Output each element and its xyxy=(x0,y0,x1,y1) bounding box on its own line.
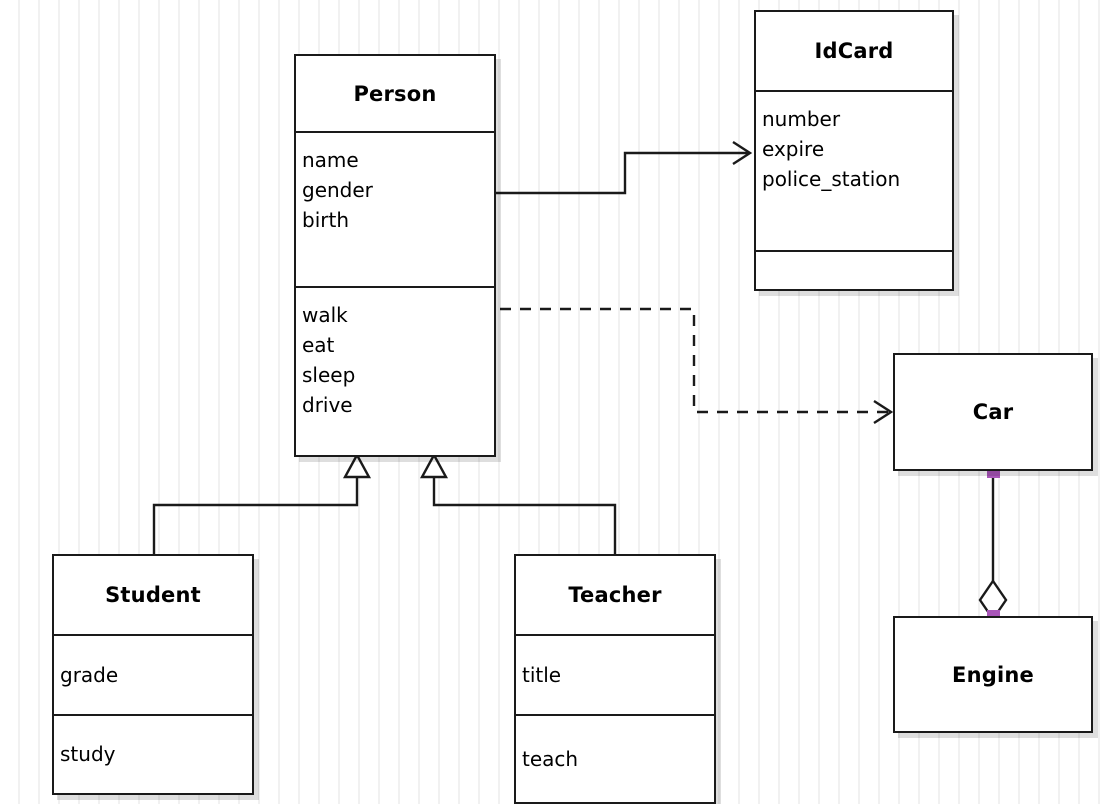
attribute-item: police_station xyxy=(762,167,901,191)
attribute-item: name xyxy=(302,148,359,172)
edge-teacher-person[interactable] xyxy=(419,452,617,554)
edge-person-idcard[interactable] xyxy=(496,140,753,195)
method-item: drive xyxy=(302,393,353,417)
hollow-triangle-arrowhead-icon xyxy=(342,452,372,479)
methods-compartment-student: study xyxy=(54,713,252,793)
class-name-student: Student xyxy=(105,583,201,608)
attributes-compartment-teacher: title xyxy=(516,634,714,713)
method-item: eat xyxy=(302,333,335,357)
uml-class-student[interactable]: Student grade study xyxy=(52,554,254,795)
attribute-item: gender xyxy=(302,178,373,202)
method-item: teach xyxy=(522,746,579,771)
attribute-item: number xyxy=(762,107,841,131)
attributes-compartment-student: grade xyxy=(54,634,252,713)
class-name-teacher: Teacher xyxy=(568,583,662,608)
class-name-idcard: IdCard xyxy=(814,39,894,63)
edge-person-car[interactable] xyxy=(500,307,894,425)
attribute-item: expire xyxy=(762,137,825,161)
attributes-compartment-person: name gender birth xyxy=(296,131,494,286)
attributes-compartment-idcard: number expire police_station xyxy=(756,90,952,250)
method-item: walk xyxy=(302,303,348,327)
open-arrowhead-icon xyxy=(873,399,894,425)
class-name-car: Car xyxy=(972,400,1014,424)
attribute-item: title xyxy=(522,663,562,688)
hollow-triangle-arrowhead-icon xyxy=(419,452,449,479)
attribute-item: grade xyxy=(60,663,119,687)
methods-compartment-person: walk eat sleep drive xyxy=(296,286,494,455)
edge-car-engine[interactable] xyxy=(978,471,1008,622)
uml-class-teacher[interactable]: Teacher title teach xyxy=(514,554,716,804)
method-item: sleep xyxy=(302,363,356,387)
open-arrowhead-icon xyxy=(732,140,753,166)
edge-student-person[interactable] xyxy=(152,452,372,554)
uml-class-person[interactable]: Person name gender birth walk eat sleep … xyxy=(294,54,496,457)
uml-class-engine[interactable]: Engine xyxy=(893,616,1093,733)
method-item: study xyxy=(60,742,116,767)
uml-class-car[interactable]: Car xyxy=(893,353,1093,471)
class-name-engine: Engine xyxy=(952,662,1034,687)
uml-class-idcard[interactable]: IdCard number expire police_station xyxy=(754,10,954,291)
methods-compartment-idcard xyxy=(756,250,952,289)
class-name-person: Person xyxy=(353,81,437,106)
methods-compartment-teacher: teach xyxy=(516,713,714,802)
attribute-item: birth xyxy=(302,208,349,232)
